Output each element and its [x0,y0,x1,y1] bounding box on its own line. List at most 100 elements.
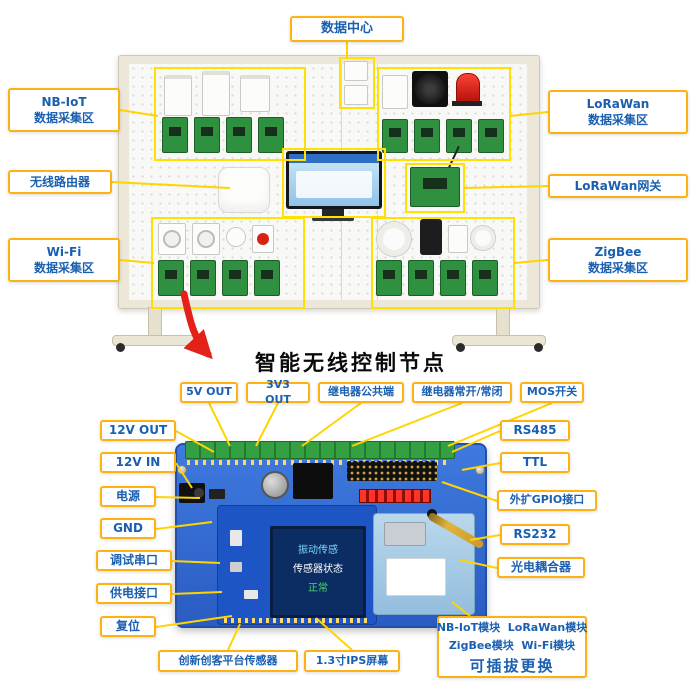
data-center-device [344,85,368,105]
callout-3v3-out: 3V3 OUT [246,378,310,406]
sensor-shield-board: 振动传感 传感器状态 正常 [217,505,377,625]
callout-lorawan-gateway: LoRaWan网关 [548,174,688,198]
callout-ttl: TTL [500,452,570,473]
callout-12v-out: 12V OUT [100,420,176,441]
nbiot-sensor-canister [202,71,230,116]
lcd-text: 传感器状态 [293,564,343,575]
lorawan-module-board [478,119,504,153]
panel-foot [112,335,206,346]
callout-ips-screen: 1.3寸IPS屏幕 [304,650,400,672]
modules-line: NB-IoT模块 LoRaWan模块 [436,620,588,634]
callout-optocoupler: 光电耦合器 [497,557,585,578]
pluggable-modules-box: NB-IoT模块 LoRaWan模块 ZigBee模块 Wi-Fi模块 可插拔更… [437,616,587,678]
power-switch [209,489,225,499]
cooling-fan [412,71,448,107]
callout-relay-common: 继电器公共端 [318,382,404,403]
emergency-button-cap [257,233,269,245]
monitor-stand [322,209,344,217]
wifi-module-board [190,260,216,296]
section-title: 智能无线控制节点 [255,351,447,375]
zigbee-module-board [440,260,466,296]
mounting-screw [177,465,187,475]
rf-shield-can [384,522,426,546]
pir-sensor [470,225,496,251]
wifi-module-board [158,260,184,296]
wifi-module-board [254,260,280,296]
callout-maker-sensor: 创新创客平台传感器 [158,650,298,672]
panel-foot [452,335,546,346]
fan-blades [415,74,445,104]
callout-debug-uart: 调试串口 [96,550,172,571]
callout-mos-switch: MOS开关 [520,382,584,403]
modules-swap-label: 可插拔更换 [469,656,555,675]
callout-5v-out: 5V OUT [180,382,238,403]
nbiot-module-board [258,117,284,153]
connector-line [301,402,362,447]
relay [293,463,333,499]
modules-line: ZigBee模块 Wi-Fi模块 [448,638,576,652]
zigbee-module-board [408,260,434,296]
jack-hole [194,488,204,498]
caster-wheel [456,343,465,352]
training-panel-photo [112,55,546,360]
callout-data-center: 数据中心 [290,16,404,42]
nbiot-sensor-canister [240,75,270,112]
callout-lorawan-area: LoRaWan 数据采集区 [548,90,688,134]
connector-line [351,402,463,447]
caster-wheel [534,343,543,352]
screen-header [289,154,379,163]
shield-component [244,590,258,599]
nbiot-sensor-canister [164,75,192,116]
screen-content [296,170,372,198]
callout-gnd: GND [100,518,156,539]
callout-supply-port: 供电接口 [96,583,172,604]
lorawan-module-board [382,119,408,153]
lorawan-sensor [382,75,408,109]
wireless-router [218,167,270,213]
module-label-sticker [386,558,446,596]
callout-router: 无线路由器 [8,170,112,194]
callout-relay-no-nc: 继电器常开/常闭 [412,382,512,403]
lcd-text: 振动传感 [298,545,338,556]
zigbee-module-board [472,260,498,296]
hmi-monitor [286,151,382,209]
caster-wheel [194,343,203,352]
lcd-text: 正常 [308,583,328,594]
monitor-base [312,217,354,221]
dc-barrel-jack [179,483,205,503]
smart-socket [158,223,186,255]
callout-wifi-area: Wi-Fi 数据采集区 [8,238,120,282]
callout-12v-in: 12V IN [100,452,176,473]
pin-row [187,460,451,465]
wifi-module-board [222,260,248,296]
connector-line [255,402,279,447]
capacitor [261,471,289,499]
doorbell-button [226,227,246,247]
callout-power: 电源 [100,486,156,507]
alarm-beacon [456,73,480,103]
relay-terminal-strip [185,441,455,459]
control-node-board-photo: 振动传感 传感器状态 正常 [175,441,487,628]
caster-wheel [116,343,125,352]
lorawan-gateway-board [410,167,460,207]
smoke-detector [376,221,412,257]
lorawan-module-board [414,119,440,153]
callout-nbiot-area: NB-IoT 数据采集区 [8,88,120,132]
zigbee-module-board [376,260,402,296]
zigbee-sensor [448,225,468,253]
callout-rs485: RS485 [500,420,570,441]
gpio-header-pins [347,461,437,481]
curtain-controller [420,219,442,255]
shield-bottom-pins [224,618,370,623]
nbiot-module-board [162,117,188,153]
callout-gpio: 外扩GPIO接口 [497,490,597,511]
emergency-button [252,225,274,253]
monitor-screen [289,154,379,206]
nbiot-module-board [194,117,220,153]
data-center-device [344,61,368,81]
mounting-screw [475,465,485,475]
nbiot-module-board [226,117,252,153]
ips-lcd-screen: 振动传感 传感器状态 正常 [270,526,366,618]
connector-line [208,402,231,447]
